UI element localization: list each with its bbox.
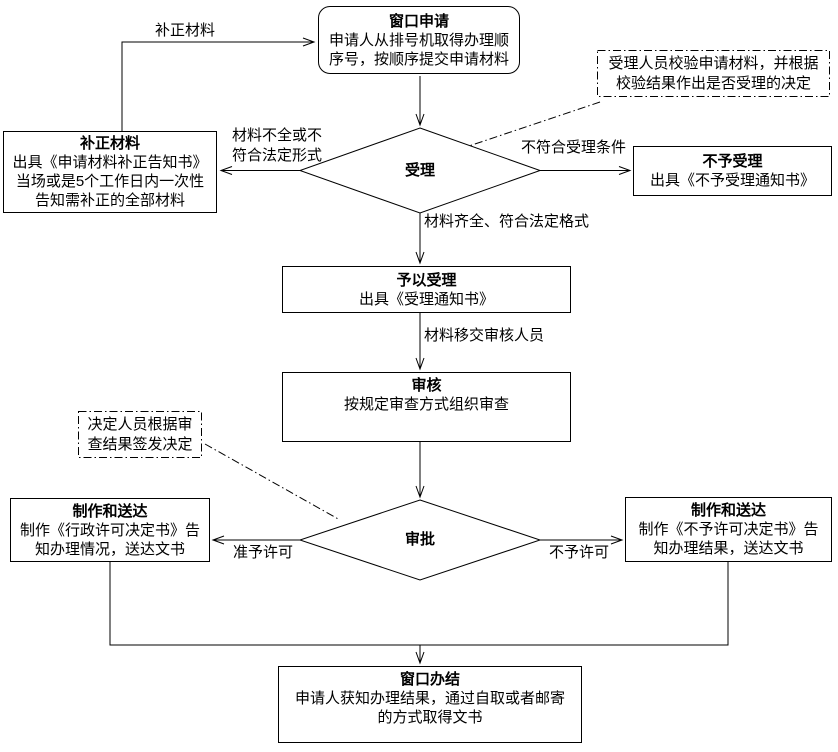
node-body: 申请人从排号机取得办理顺 序号，按顺序提交申请材料 [328, 31, 509, 68]
node-body: 申请人获知办理结果，通过自取或者邮寄 的方式取得文书 [294, 690, 565, 726]
decision-shouli-label: 受理 [404, 162, 435, 179]
node-title: 制作和送达 [690, 502, 766, 519]
leader-decide-note [204, 443, 341, 521]
node-body: 制作《不予许可决定书》告 知办理结果，送达文书 [638, 521, 819, 557]
node-title: 制作和送达 [72, 502, 148, 520]
node-title: 不予受理 [702, 153, 763, 170]
node-title: 窗口办结 [399, 671, 460, 688]
leader-accept-note [468, 101, 601, 147]
edge-label-complete: 材料齐全、符合法定格式 [424, 213, 590, 230]
node-body: 出具《不予受理通知书》 [649, 172, 815, 189]
edge-label-incomplete: 材料不全或不 符合法定形式 [231, 127, 322, 164]
node-title: 审核 [411, 377, 442, 394]
edge-label-supplement: 补正材料 [155, 22, 216, 39]
node-window-finish: 窗口办结 申请人获知办理结果，通过自取或者邮寄 的方式取得文书 [278, 666, 582, 743]
edge-label-not-qualified: 不符合受理条件 [521, 139, 627, 156]
decision-shenpi-label: 审批 [404, 531, 435, 548]
node-title: 予以受理 [396, 271, 457, 289]
node-make-deliver-right: 制作和送达 制作《不予许可决定书》告 知办理结果，送达文书 [625, 497, 832, 562]
edge-label-deny: 不予许可 [549, 544, 610, 561]
arrow-buzheng-to-apply [121, 37, 316, 131]
edge-label-transfer: 材料移交审核人员 [424, 327, 545, 344]
node-accept: 予以受理 出具《受理通知书》 [282, 266, 571, 313]
node-make-deliver-left: 制作和送达 制作《行政许可决定书》告 知办理情况，送达文书 [10, 498, 210, 562]
node-body: 制作《行政许可决定书》告 知办理情况，送达文书 [19, 521, 200, 558]
edge-label-approve: 准予许可 [233, 544, 294, 561]
node-body: 出具《受理通知书》 [358, 290, 494, 308]
node-buzheng: 补正材料 出具《申请材料补正告知书》 当场或是5个工作日内一次性 告知需补正的全… [3, 131, 217, 213]
node-no-accept: 不予受理 出具《不予受理通知书》 [633, 146, 832, 196]
decision-shenpi-diamond [298, 499, 542, 581]
note-decide-box [78, 411, 202, 458]
note-accept-box [597, 50, 830, 97]
node-body: 出具《申请材料补正告知书》 当场或是5个工作日内一次性 告知需补正的全部材料 [12, 154, 208, 209]
node-title: 窗口申请 [388, 12, 449, 30]
note-accept-text: 受理人员校验申请材料，并根据 校验结果作出是否受理的决定 [608, 54, 819, 92]
node-shenhe: 审核 按规定审查方式组织审查 [282, 372, 571, 442]
note-decide-text: 决定人员根据审 查结果签发决定 [87, 415, 193, 453]
node-title: 补正材料 [79, 135, 140, 152]
node-window-apply: 窗口申请 申请人从排号机取得办理顺 序号，按顺序提交申请材料 [318, 6, 520, 74]
connector-merge [109, 562, 729, 646]
node-body: 按规定审查方式组织审查 [343, 396, 509, 413]
